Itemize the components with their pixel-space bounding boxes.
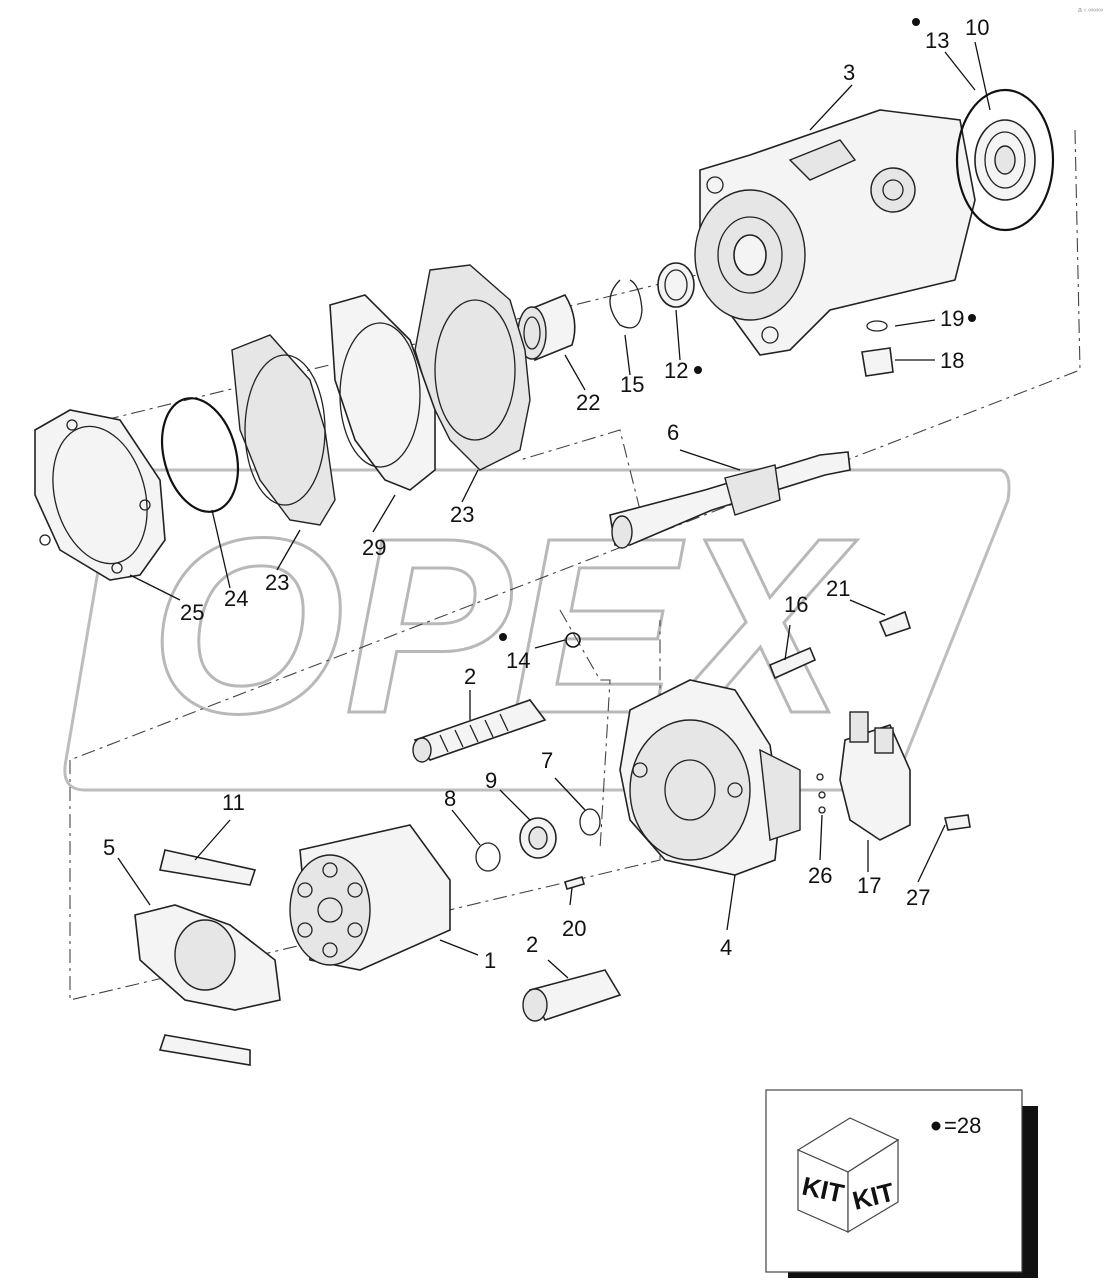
gasket-part-23-left — [231, 334, 336, 526]
callout-6: 6 — [667, 420, 679, 445]
callout-3: 3 — [843, 60, 855, 85]
callout-7: 7 — [541, 748, 553, 773]
bearing-part-9 — [519, 817, 557, 859]
spring-part-2 — [412, 699, 547, 763]
callout-23-right: 23 — [450, 502, 474, 527]
o-ring-part-24 — [161, 397, 239, 513]
plug-part-18 — [861, 347, 894, 377]
callout-29: 29 — [362, 535, 386, 560]
kit-markers — [499, 18, 976, 641]
callout-9: 9 — [485, 768, 497, 793]
callout-25: 25 — [180, 600, 204, 625]
kit-dot-14 — [499, 633, 507, 641]
gasket-part-23-right-bore — [434, 299, 516, 441]
callout-12: 12 — [664, 358, 688, 383]
corner-mark: a ‹ ∞∞∞ — [1078, 7, 1103, 14]
callout-13: 13 — [925, 28, 949, 53]
piston-part-2 — [522, 969, 622, 1022]
kit-legend-text: =28 — [944, 1113, 981, 1138]
bolt-part-16 — [768, 646, 817, 680]
end-cover-part-4 — [619, 679, 801, 876]
callout-4: 4 — [720, 935, 732, 960]
bearing-part-10 — [974, 119, 1036, 201]
leader-lines — [117, 41, 991, 979]
kit-dot-13 — [912, 18, 920, 26]
callout-27: 27 — [906, 885, 930, 910]
valve-block-part-17 — [839, 711, 911, 841]
callout-18: 18 — [940, 348, 964, 373]
callout-labels: 3 10 13 19 18 12 15 22 6 23 29 23 24 25 … — [103, 15, 989, 973]
callout-20: 20 — [562, 916, 586, 941]
kit-legend: KIT KIT =28 — [765, 1089, 1038, 1278]
ring-part-7 — [579, 808, 601, 836]
seal-ring-part-13 — [955, 88, 1055, 232]
o-ring-part-14 — [565, 632, 581, 648]
kit-dot-12 — [694, 366, 702, 374]
cylinder-block-part-1 — [289, 824, 451, 971]
callout-8: 8 — [444, 786, 456, 811]
plug-part-21 — [878, 610, 911, 637]
callout-17: 17 — [857, 873, 881, 898]
callout-10: 10 — [965, 15, 989, 40]
kit-cube-icon: KIT KIT — [796, 1117, 900, 1234]
callout-23-left: 23 — [265, 570, 289, 595]
screw-part-27 — [944, 814, 971, 831]
needle-bearing-part-22 — [517, 294, 576, 362]
pin-part-20 — [564, 876, 585, 890]
kit-legend-dot — [931, 1121, 941, 1131]
callout-2-lower: 2 — [526, 932, 538, 957]
swashplate-part-5 — [134, 904, 281, 1011]
callout-22: 22 — [576, 390, 600, 415]
snap-ring-part-15 — [609, 279, 643, 329]
kit-dot-19 — [968, 314, 976, 322]
callout-21: 21 — [826, 576, 850, 601]
gasket-part-29-bore — [339, 322, 421, 468]
gasket-part-23-left-bore — [244, 354, 326, 506]
callout-2-upper: 2 — [464, 664, 476, 689]
housing-part-3 — [694, 109, 976, 356]
o-ring-part-19 — [866, 320, 888, 332]
rings-part-26 — [816, 773, 826, 814]
bearing-part-11-bottom — [158, 1034, 251, 1066]
callout-24: 24 — [224, 586, 248, 611]
ring-part-12 — [657, 262, 695, 308]
callout-14: 14 — [506, 648, 530, 673]
callout-19: 19 — [940, 306, 964, 331]
callout-15: 15 — [620, 372, 644, 397]
callout-26: 26 — [808, 863, 832, 888]
callout-16: 16 — [784, 592, 808, 617]
flange-part-25 — [34, 409, 166, 581]
ring-part-8 — [475, 842, 501, 872]
bearing-part-11-top — [159, 849, 257, 886]
callout-11: 11 — [222, 790, 245, 815]
callout-1: 1 — [484, 948, 496, 973]
shaft-part-6 — [609, 451, 851, 549]
callout-5: 5 — [103, 835, 115, 860]
